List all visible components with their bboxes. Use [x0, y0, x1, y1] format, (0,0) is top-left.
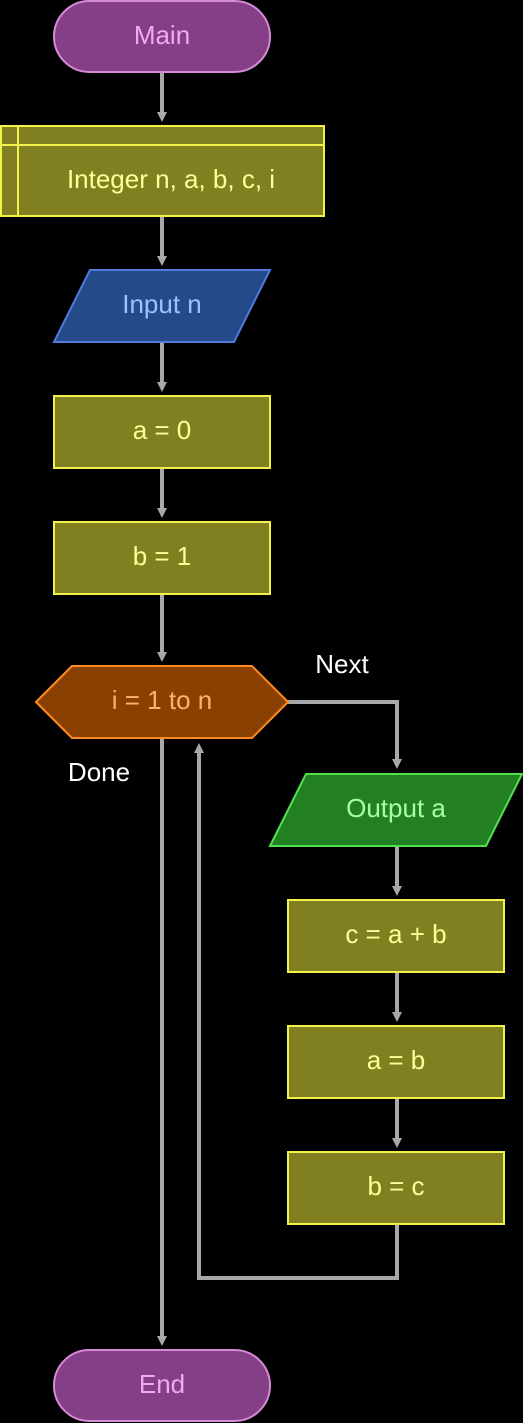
- assign-b-box: b = 1: [53, 521, 271, 595]
- assign-a2-box: a = b: [287, 1025, 505, 1099]
- done-label: Done: [68, 757, 130, 787]
- assign-b2-box: b = c: [287, 1151, 505, 1225]
- assign-b-label: b = 1: [133, 541, 192, 571]
- assign-b2-label: b = c: [367, 1171, 424, 1201]
- assign-a-box: a = 0: [53, 395, 271, 469]
- declare-box: Integer n, a, b, c, i: [0, 125, 325, 217]
- declare-label: Integer n, a, b, c, i: [67, 164, 275, 194]
- assign-a2-label: a = b: [367, 1045, 426, 1075]
- end-label: End: [139, 1369, 185, 1399]
- input-label: Input n: [122, 289, 202, 319]
- output-parallelogram: Output a: [268, 773, 523, 847]
- output-label: Output a: [346, 793, 446, 823]
- assign-c-label: c = a + b: [345, 919, 446, 949]
- connectors: [157, 72, 402, 1346]
- input-parallelogram: Input n: [52, 269, 272, 343]
- loop-label: i = 1 to n: [112, 685, 212, 715]
- arrow-loop-back: [194, 743, 399, 1280]
- assign-c-box: c = a + b: [287, 899, 505, 973]
- assign-a-label: a = 0: [133, 415, 192, 445]
- arrow-loop-next: [287, 700, 402, 769]
- start-label: Main: [134, 20, 190, 50]
- loop-hexagon: i = 1 to n: [34, 665, 290, 739]
- start-terminal: Main: [53, 0, 271, 73]
- next-label: Next: [315, 649, 369, 679]
- end-terminal: End: [53, 1349, 271, 1422]
